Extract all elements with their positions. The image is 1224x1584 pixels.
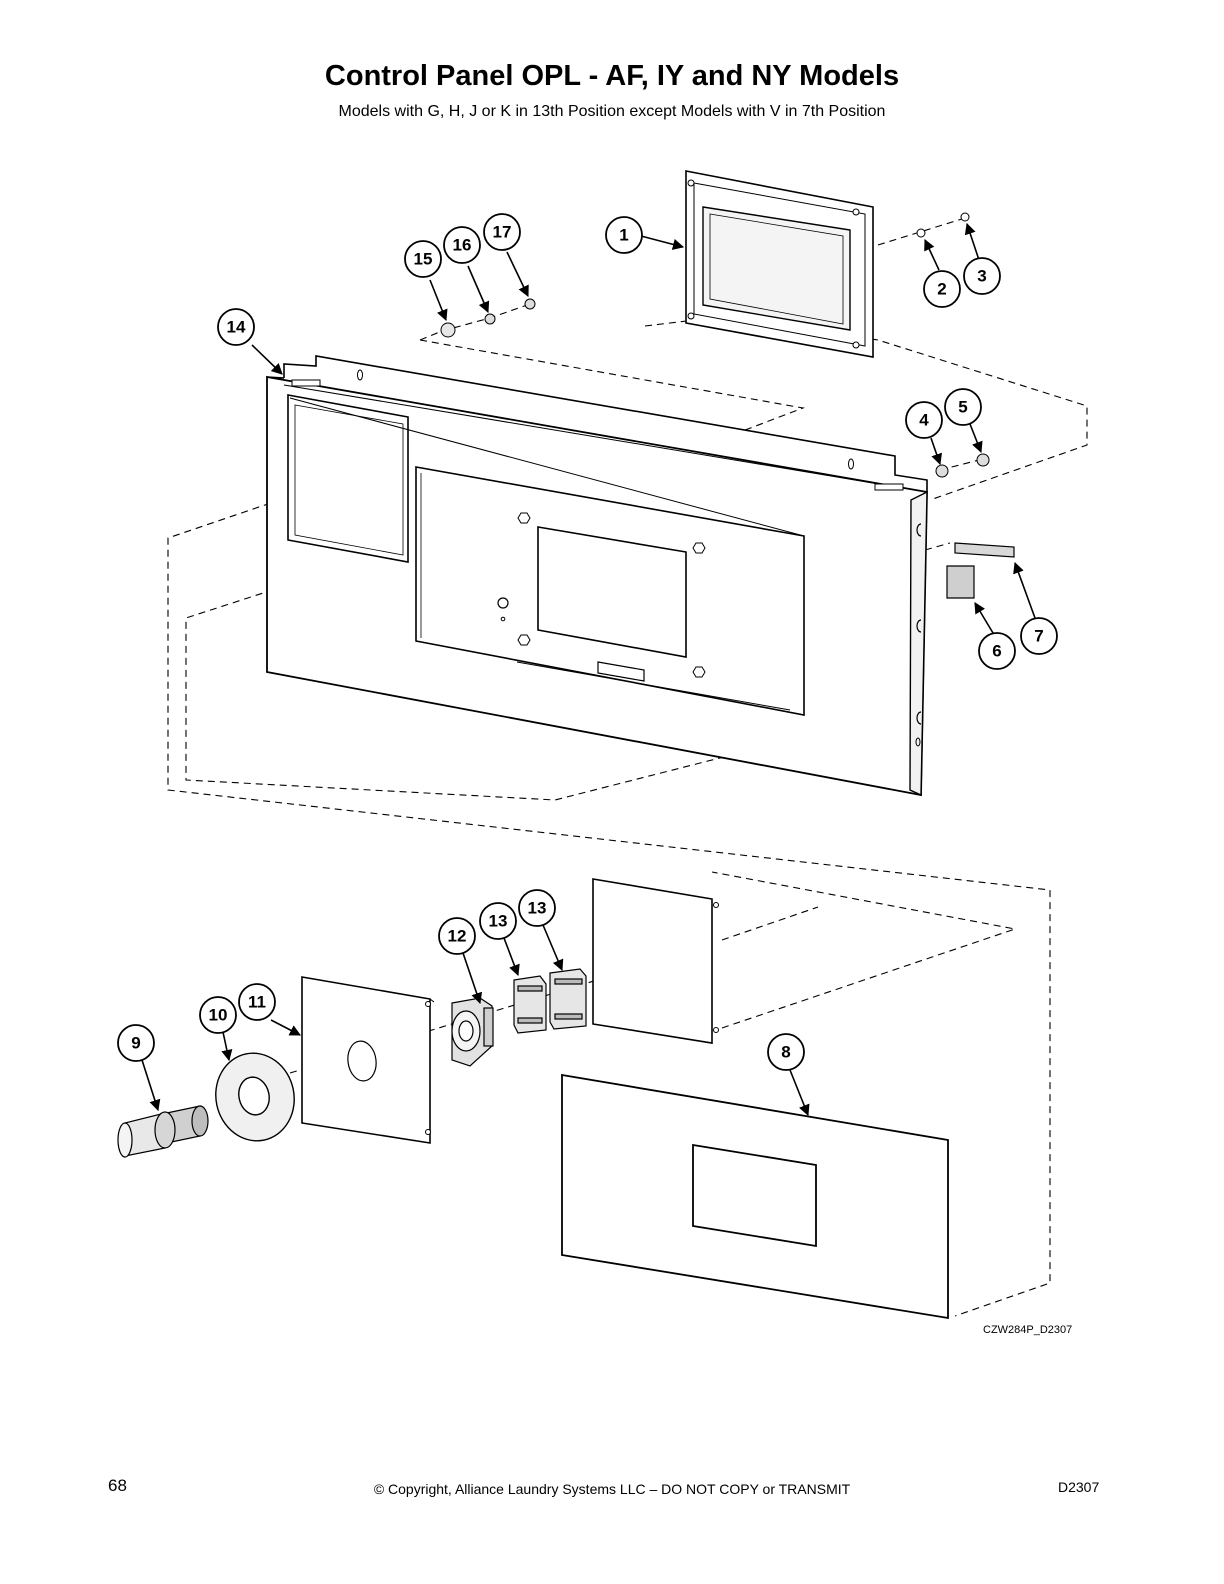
part-clips xyxy=(513,968,587,1034)
callout-13b xyxy=(518,889,556,927)
page-title: Control Panel OPL - AF, IY and NY Models xyxy=(324,60,900,92)
callout-3 xyxy=(963,257,1001,295)
callout-14 xyxy=(217,308,255,346)
callout-17 xyxy=(483,213,521,251)
callout-number: 9 xyxy=(131,1034,140,1053)
callout-number: 6 xyxy=(992,642,1001,661)
callout-8 xyxy=(767,1033,805,1071)
callout-1 xyxy=(605,216,643,254)
callout-11 xyxy=(238,983,276,1021)
callout-number: 1 xyxy=(619,226,628,245)
copyright-notice: © Copyright, Alliance Laundry Systems LL… xyxy=(373,1481,851,1497)
callout-13a xyxy=(479,902,517,940)
callout-number: 11 xyxy=(248,993,266,1012)
page-subtitle: Models with G, H, J or K in 13th Positio… xyxy=(338,103,886,120)
part-rotary-switch xyxy=(451,997,494,1067)
part-front-overlay xyxy=(561,1073,949,1320)
callout-7 xyxy=(1020,617,1058,655)
callout-number: 12 xyxy=(448,927,467,946)
part-switch-housing-panel xyxy=(592,878,719,1044)
part-mounting-plate xyxy=(301,976,435,1144)
callout-4 xyxy=(905,401,943,439)
part-control-panel-housing xyxy=(266,355,928,797)
callout-number: 7 xyxy=(1034,627,1043,646)
hardware-nuts-and-washers xyxy=(440,212,990,478)
callout-number: 13 xyxy=(489,912,508,931)
callout-number: 14 xyxy=(227,318,246,337)
callout-9 xyxy=(117,1024,155,1062)
callout-number: 15 xyxy=(414,250,433,269)
callout-15 xyxy=(404,240,442,278)
callout-number: 8 xyxy=(781,1043,790,1062)
callout-number: 17 xyxy=(493,223,512,242)
drawing-code: CZW284P_D2307 xyxy=(983,1324,1073,1336)
callout-number: 13 xyxy=(528,899,547,918)
callout-number: 2 xyxy=(937,280,946,299)
callout-numbers: 1 2 3 4 5 6 7 8 9 10 11 12 13 13 14 15 1… xyxy=(131,223,1043,1062)
callout-number: 3 xyxy=(977,267,986,286)
callout-2 xyxy=(923,270,961,308)
callout-number: 10 xyxy=(209,1006,228,1025)
part-display-module xyxy=(685,170,874,358)
callout-12 xyxy=(438,917,476,955)
callout-number: 16 xyxy=(453,236,472,255)
callout-number: 4 xyxy=(919,411,929,430)
callout-16 xyxy=(443,226,481,264)
part-labels xyxy=(946,542,1015,599)
callout-6 xyxy=(978,632,1016,670)
callout-5 xyxy=(944,388,982,426)
document-code: D2307 xyxy=(1058,1479,1100,1495)
callout-10 xyxy=(199,996,237,1034)
part-knob xyxy=(117,1105,209,1158)
callout-leader-lines xyxy=(141,222,1036,1117)
callout-number: 5 xyxy=(958,398,967,417)
page-number: 68 xyxy=(108,1476,127,1495)
callout-balloons xyxy=(117,213,1058,1071)
part-bezel-ring xyxy=(215,1052,295,1142)
